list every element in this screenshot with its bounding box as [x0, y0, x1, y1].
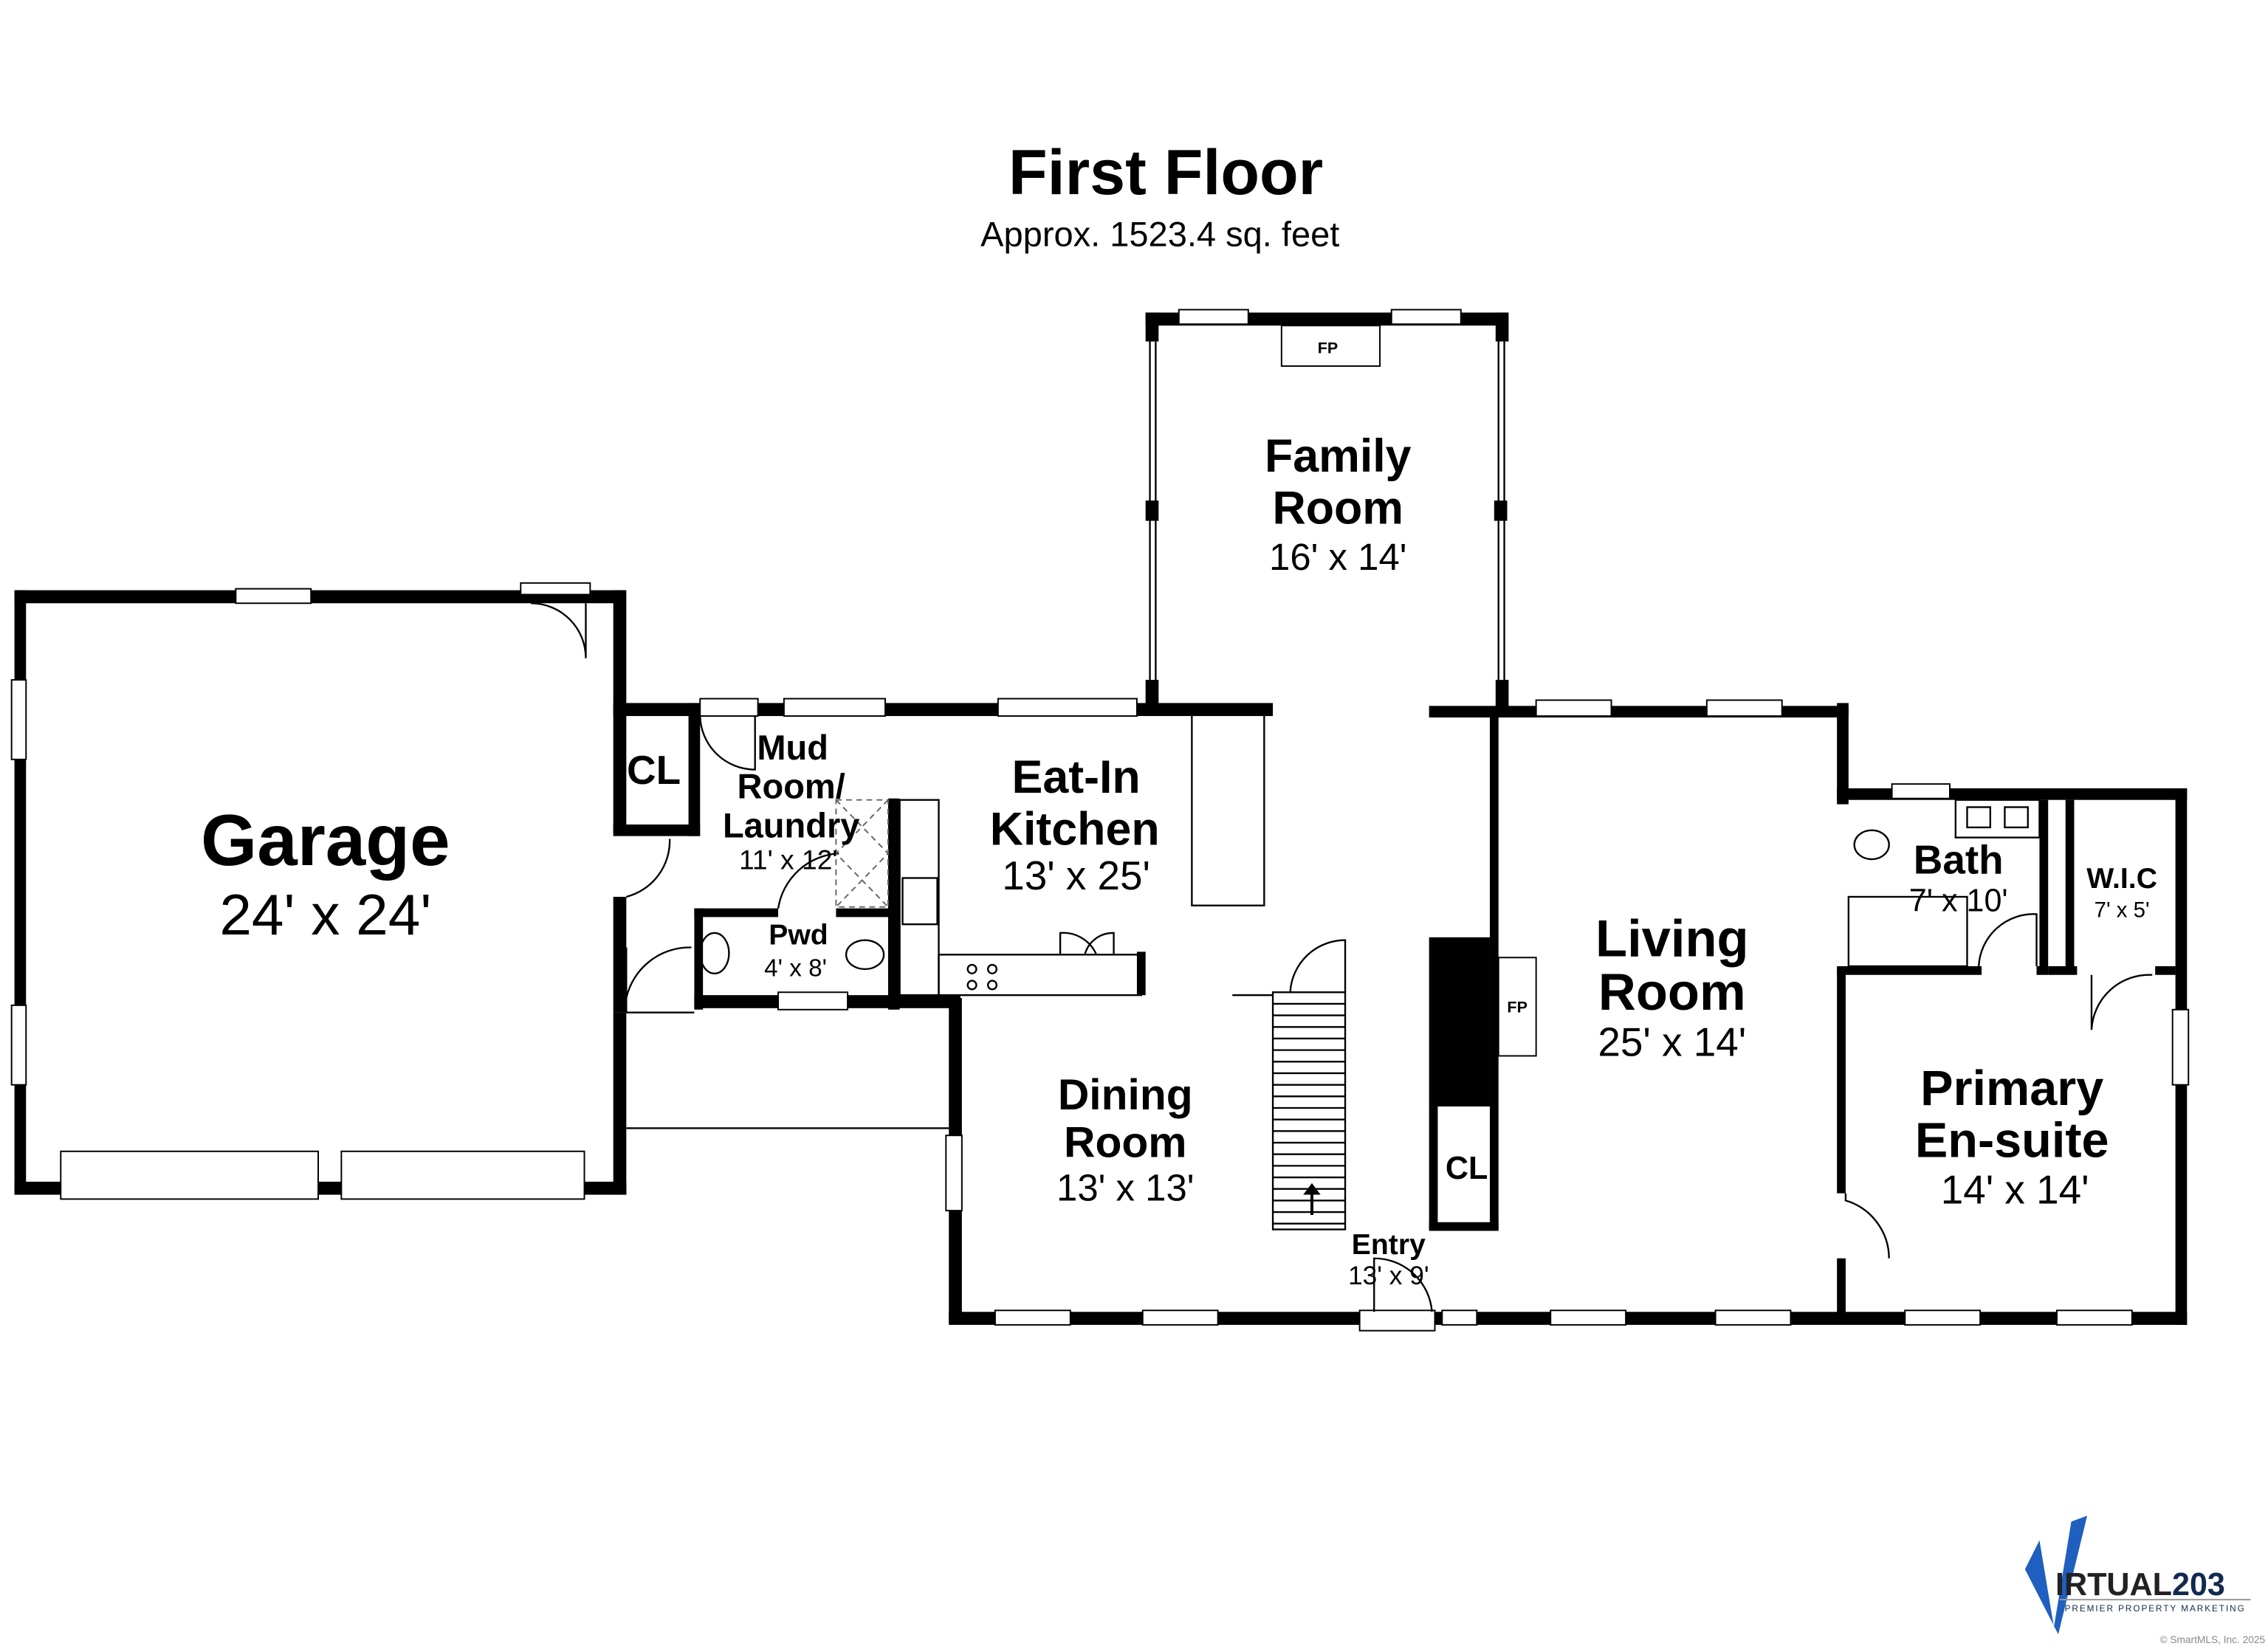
room-dims-living: 25' x 14' [1598, 1019, 1746, 1064]
logo-brand: IRTUAL203 [2055, 1567, 2225, 1602]
room-dims-dining: 13' x 13' [1056, 1166, 1194, 1208]
plan-title: First Floor [1008, 137, 1323, 208]
room-dims-garage: 24' x 24' [219, 882, 431, 947]
room-dims-bath: 7' x 10' [1909, 884, 2008, 919]
sink-icon [699, 932, 730, 974]
garage-door-right [340, 1150, 585, 1200]
copyright: © SmartMLS, Inc. 2025 [2159, 1634, 2265, 1645]
room-name-family-1: Family [1265, 430, 1412, 482]
checkmark-icon [2024, 1515, 2088, 1635]
room-name-primary-2: En-suite [1915, 1114, 2109, 1168]
mud-room-walls [613, 698, 1274, 1011]
room-dims-family: 16' x 14' [1269, 536, 1406, 578]
room-name-dining-2: Room [1064, 1119, 1186, 1167]
room-name-mud-3: Laundry [723, 806, 859, 845]
room-name-entry: Entry [1352, 1229, 1426, 1261]
room-dims-kitchen: 13' x 25' [1002, 853, 1150, 898]
garage-walls [10, 582, 949, 1200]
room-name-wic: W.I.C [2086, 863, 2157, 895]
room-name-dining-1: Dining [1058, 1071, 1193, 1119]
room-name-closet-mud: CL [627, 747, 681, 793]
room-name-garage: Garage [201, 799, 450, 881]
room-dims-wic: 7' x 5' [2095, 898, 2150, 922]
room-dims-pwd: 4' x 8' [764, 955, 827, 982]
room-name-living-2: Room [1598, 963, 1746, 1021]
room-dims-entry: 13' x 9' [1348, 1261, 1429, 1290]
main-walls [945, 699, 2188, 1332]
room-name-mud-2: Room/ [738, 767, 845, 806]
room-name-pwd: Pwd [769, 920, 828, 951]
room-name-primary-1: Primary [1920, 1061, 2103, 1116]
room-name-kitchen-2: Kitchen [990, 803, 1160, 855]
room-name-closet-entry: CL [1446, 1151, 1488, 1186]
room-name-living-1: Living [1595, 909, 1749, 967]
kitchen-fixtures [898, 713, 1265, 996]
room-name-kitchen-1: Eat-In [1012, 751, 1141, 803]
primary-suite-walls [1837, 783, 2190, 1325]
room-dims-mud: 11' x 12' [739, 844, 838, 875]
staircase [1271, 991, 1347, 1230]
room-dims-primary: 14' x 14' [1941, 1166, 2089, 1212]
kitchen-island [1191, 713, 1265, 906]
plan-area: Approx. 1523.4 sq. feet [980, 214, 1339, 253]
fireplace-label-family: FP [1318, 338, 1339, 357]
living-fireplace [1429, 937, 1490, 1107]
room-name-mud-1: Mud [757, 728, 828, 767]
fireplace-label-living: FP [1507, 998, 1528, 1016]
logo-tagline: PREMIER PROPERTY MARKETING [2065, 1604, 2246, 1614]
virtual203-logo: IRTUAL203 PREMIER PROPERTY MARKETING [2024, 1515, 2251, 1635]
toilet-icon [845, 939, 885, 971]
room-name-family-2: Room [1272, 482, 1403, 534]
garage-door-left [60, 1150, 319, 1200]
room-name-bath: Bath [1914, 837, 2004, 883]
